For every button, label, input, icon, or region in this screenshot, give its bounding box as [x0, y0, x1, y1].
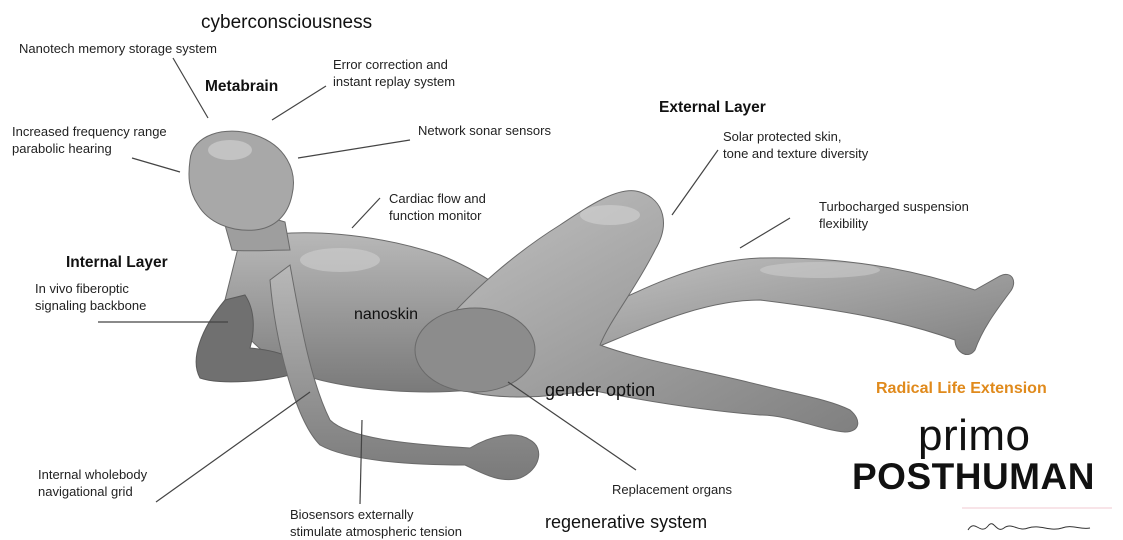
label-nav-grid: Internal wholebody navigational grid: [38, 466, 147, 500]
leader-sonar: [298, 140, 410, 158]
label-solar-skin: Solar protected skin, tone and texture d…: [723, 128, 868, 162]
leader-solar: [672, 150, 718, 215]
label-nanotech: Nanotech memory storage system: [19, 40, 217, 57]
label-error-correction: Error correction and instant replay syst…: [333, 56, 455, 90]
hip: [415, 308, 535, 392]
brand-tagline: Radical Life Extension: [876, 380, 1047, 398]
label-fiberoptic: In vivo fiberoptic signaling backbone: [35, 280, 146, 314]
label-biosensors: Biosensors externally stimulate atmosphe…: [290, 506, 462, 540]
label-gender-option: gender option: [545, 382, 655, 399]
label-network-sonar: Network sonar sensors: [418, 122, 551, 139]
leader-nanotech: [173, 58, 208, 118]
label-cardiac: Cardiac flow and function monitor: [389, 190, 486, 224]
leader-error: [272, 86, 326, 120]
brand-posthuman: POSTHUMAN: [852, 456, 1095, 498]
leader-suspension: [740, 218, 790, 248]
label-cyberconsciousness: cyberconsciousness: [201, 12, 372, 34]
signature: [962, 508, 1112, 530]
label-regenerative: regenerative system: [545, 514, 707, 531]
leader-hearing: [132, 158, 180, 172]
reclining-figure: [189, 131, 1014, 479]
leader-cardiac: [352, 198, 380, 228]
leader-navgrid: [156, 392, 310, 502]
label-hearing: Increased frequency range parabolic hear…: [12, 123, 167, 157]
label-internal-layer: Internal Layer: [66, 254, 168, 271]
label-external-layer: External Layer: [659, 99, 766, 116]
label-replacement-organs: Replacement organs: [612, 481, 732, 498]
label-suspension: Turbocharged suspension flexibility: [819, 198, 969, 232]
label-metabrain: Metabrain: [205, 78, 278, 95]
label-nanoskin: nanoskin: [354, 306, 418, 323]
brand-primo: primo: [918, 412, 1031, 460]
leader-biosensors: [360, 420, 362, 504]
